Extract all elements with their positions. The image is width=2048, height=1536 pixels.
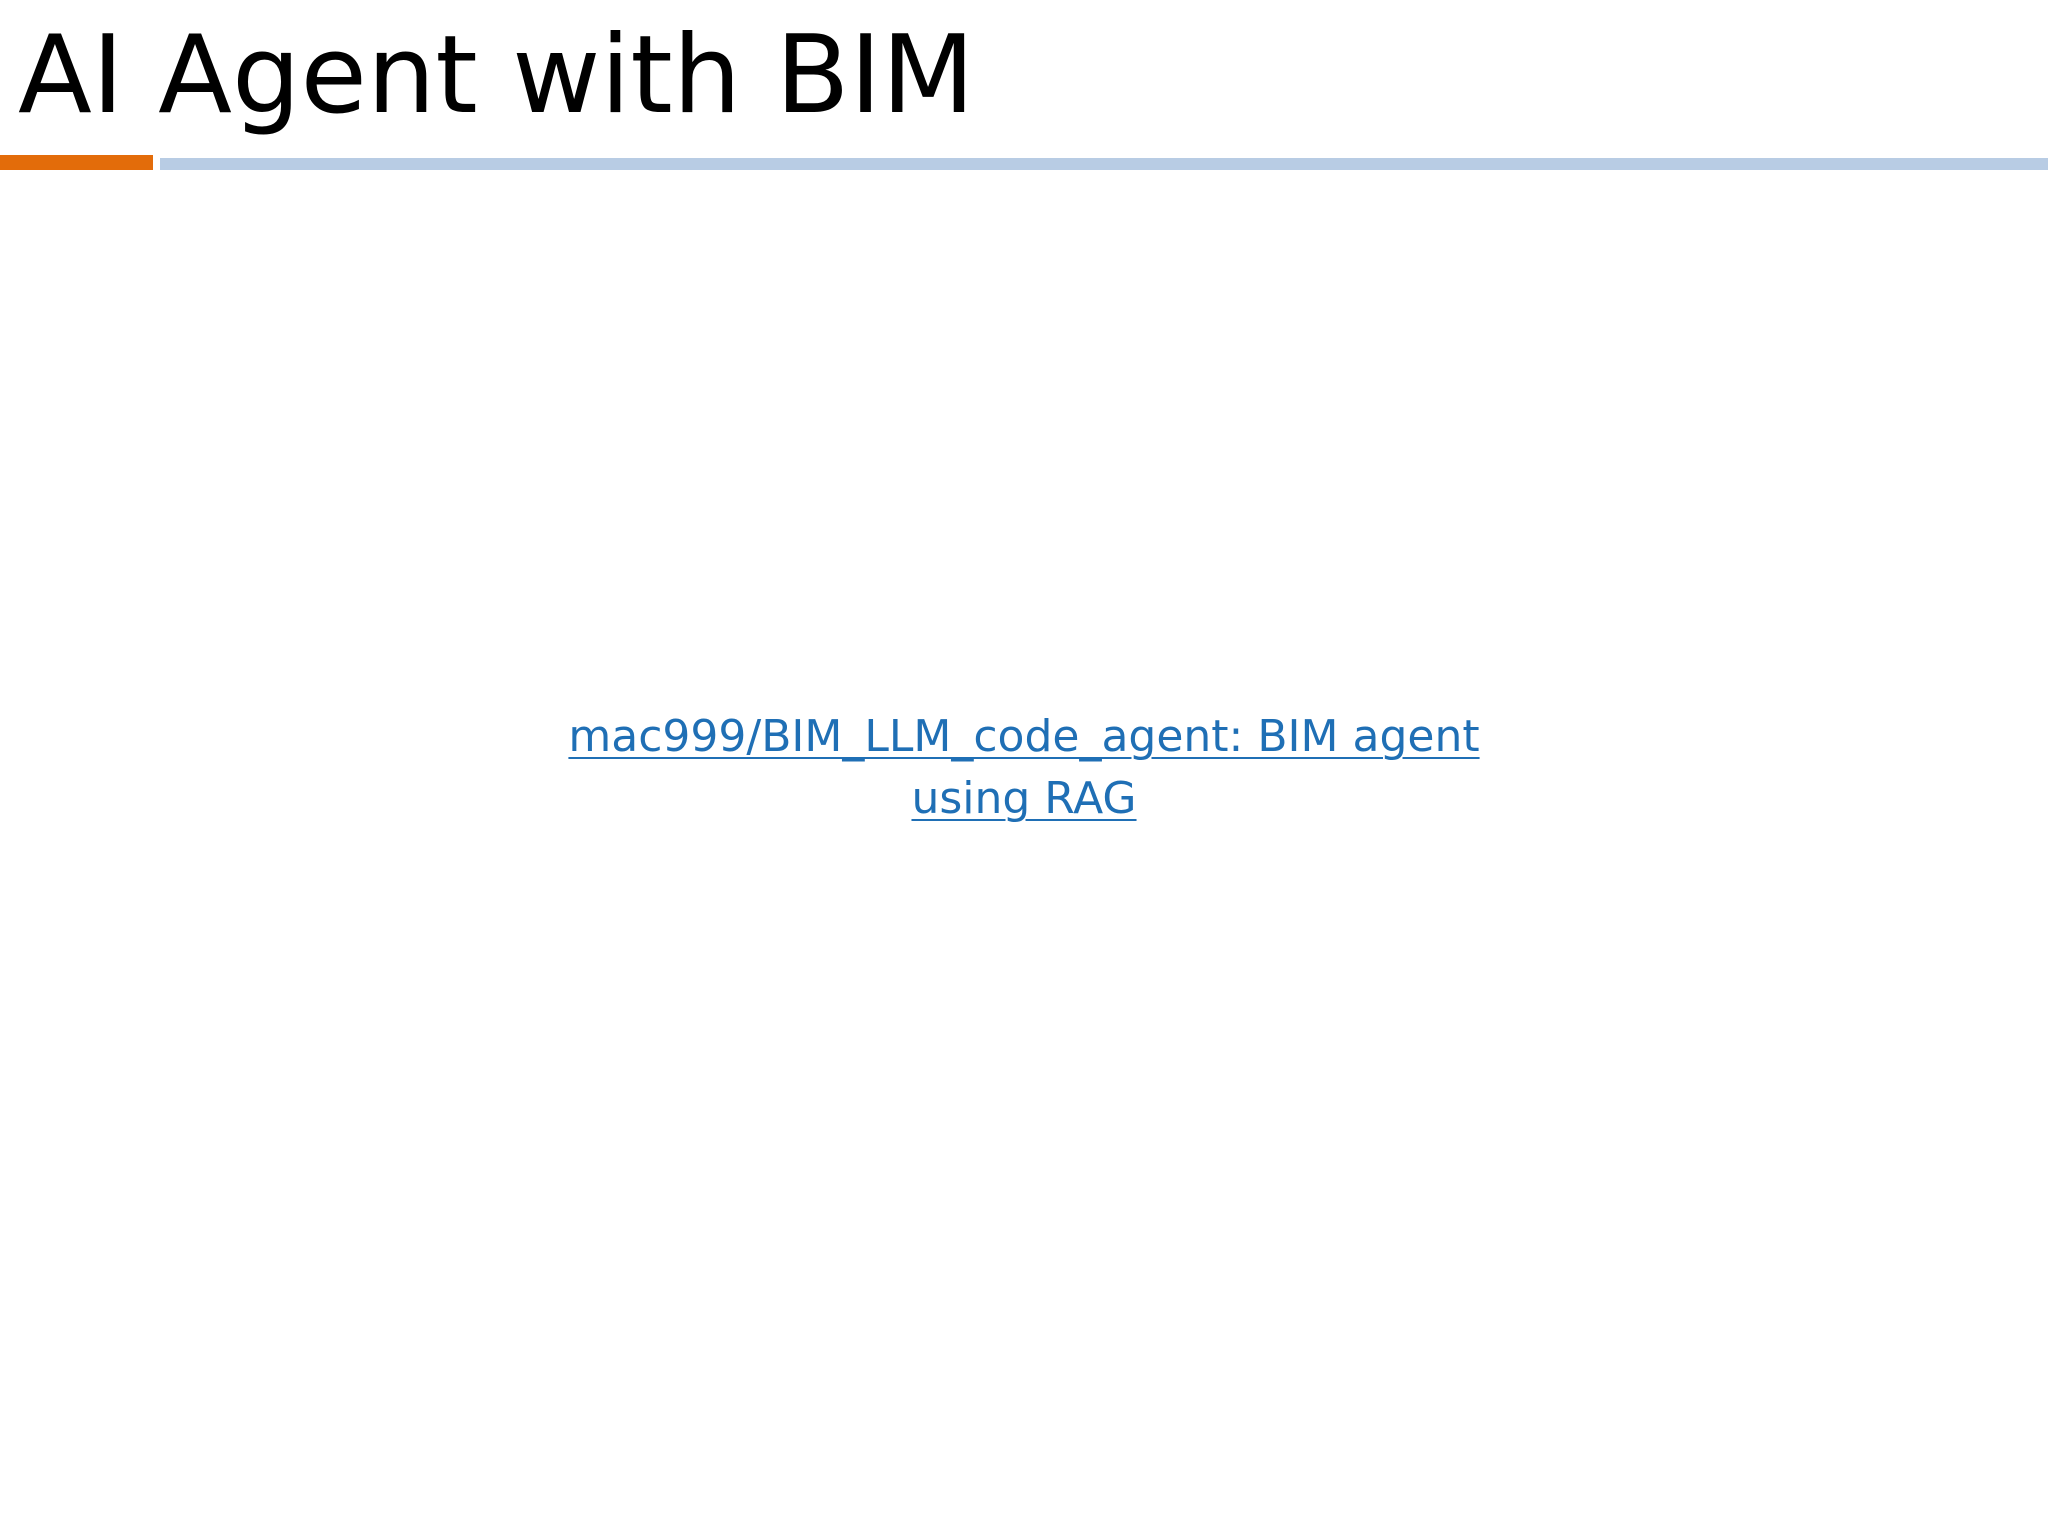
- title-rule-accent: [0, 155, 153, 170]
- repository-link-line-2: using RAG: [911, 773, 1137, 824]
- slide-title: AI Agent with BIM: [18, 13, 975, 138]
- title-rule-main: [160, 158, 2048, 170]
- repository-link-block: mac999/BIM_LLM_code_agent: BIM agent usi…: [0, 706, 2048, 830]
- repository-link[interactable]: mac999/BIM_LLM_code_agent: BIM agent usi…: [568, 711, 1479, 824]
- repository-link-line-1: mac999/BIM_LLM_code_agent: BIM agent: [568, 711, 1480, 762]
